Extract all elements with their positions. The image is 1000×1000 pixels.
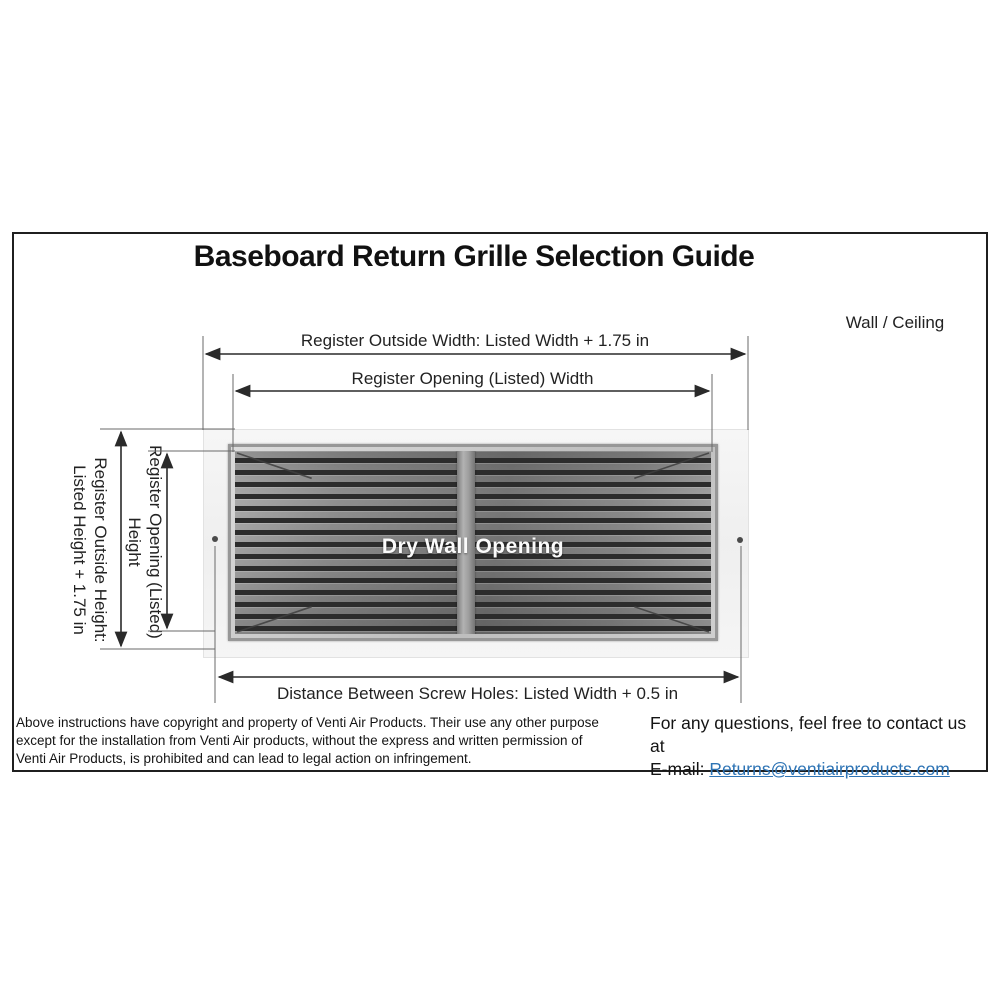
wall-ceiling-label: Wall / Ceiling: [845, 313, 945, 332]
dim-label-outside-width: Register Outside Width: Listed Width + 1…: [300, 331, 650, 350]
dim-label-opening-height-line2: Height: [125, 517, 144, 567]
dim-label-opening-width: Register Opening (Listed) Width: [351, 369, 594, 388]
page-title: Baseboard Return Grille Selection Guide: [193, 240, 755, 273]
email-prefix-label: E-mail:: [650, 759, 705, 779]
copyright-text: Above instructions have copyright and pr…: [16, 714, 628, 768]
grille-center-divider: [457, 451, 475, 634]
dim-label-opening-height-line1: Register Opening (Listed): [146, 445, 165, 639]
corner-miter-lines: [236, 452, 710, 633]
contact-email-line: E-mail: Returns@ventiairproducts.com: [650, 758, 980, 781]
copyright-line: except for the installation from Venti A…: [16, 733, 583, 748]
contact-line: For any questions, feel free to contact …: [650, 713, 967, 756]
contact-block: For any questions, feel free to contact …: [650, 712, 980, 781]
grille-frame: [228, 444, 718, 641]
dim-label-outside-height-line1: Register Outside Height:: [91, 457, 110, 643]
copyright-line: Above instructions have copyright and pr…: [16, 715, 599, 730]
grille-louvers: [235, 451, 711, 634]
email-link[interactable]: Returns@ventiairproducts.com: [709, 759, 950, 779]
drywall-opening-label: Dry Wall Opening: [381, 535, 565, 558]
dim-label-outside-height: Register Outside Height: Listed Height +…: [69, 435, 111, 665]
dim-label-opening-height: Register Opening (Listed) Height: [124, 427, 166, 657]
dim-label-outside-height-line2: Listed Height + 1.75 in: [70, 465, 89, 635]
copyright-line: Venti Air Products, is prohibited and ca…: [16, 751, 472, 766]
dim-label-screw-holes: Distance Between Screw Holes: Listed Wid…: [276, 684, 679, 703]
